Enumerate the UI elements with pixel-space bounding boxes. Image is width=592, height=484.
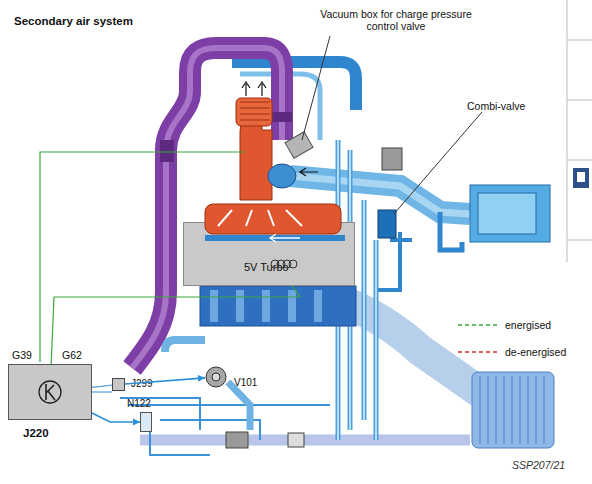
relay-box: J299: [112, 378, 125, 391]
wire-connector: [51, 286, 300, 364]
page-icon: [573, 168, 589, 188]
pump-hose: [165, 340, 205, 352]
callout-label: Combi-valve: [467, 100, 525, 112]
hose-clamp: [160, 140, 174, 162]
node-label: J220: [23, 427, 49, 440]
hose-clamp: [270, 112, 292, 122]
logo-ring: [289, 260, 297, 268]
symbol-mark: [46, 384, 55, 400]
pump-body: [206, 367, 226, 387]
page-icon: [577, 172, 585, 182]
arrow-head: [198, 375, 205, 382]
pump-outline: [205, 366, 227, 388]
intercooler-fins: [480, 376, 544, 444]
control-unit-box: J220: [8, 364, 92, 420]
wire-connector: [92, 385, 112, 387]
callout-label: Vacuum box for charge pressure control v…: [318, 8, 474, 32]
legend-line: [458, 324, 500, 325]
signal-name: G62: [62, 349, 82, 361]
non-return-valve: [288, 433, 304, 447]
wire-connector: [92, 413, 140, 426]
wire-line: [92, 385, 112, 387]
legend-line: [458, 351, 500, 352]
air-filter: [478, 193, 536, 234]
symbol-circle: [39, 381, 61, 403]
arrow-head: [133, 419, 140, 426]
exhaust-manifold: [205, 204, 341, 234]
wire-line: [51, 286, 300, 364]
air-pump: V101: [205, 366, 227, 388]
wire-connector: [125, 375, 205, 384]
legend-text: de-energised: [505, 346, 566, 358]
turbo-fins: [240, 102, 270, 120]
pipe: [120, 398, 330, 455]
diagram-title: Secondary air system: [14, 15, 133, 28]
intercooler: [472, 372, 554, 448]
valve: [382, 148, 402, 170]
flow-arrow: [300, 168, 318, 176]
intake-manifold: [200, 286, 356, 326]
node-label: V101: [234, 377, 257, 389]
flow-arrow: [218, 210, 302, 226]
page-frame: [567, 0, 592, 262]
vacuum-box: [285, 132, 313, 159]
manifold-ports: [214, 290, 318, 322]
pipe: [440, 212, 462, 250]
signal-name: G39: [12, 349, 32, 361]
turbocharger: [236, 98, 272, 126]
pipe: [378, 232, 412, 290]
wire-line: [92, 413, 140, 422]
solenoid-valve: N122: [140, 412, 152, 432]
pump-hub: [212, 373, 220, 381]
flow-arrow: [242, 82, 266, 96]
leader-line: [302, 36, 330, 140]
combi-valve: [378, 210, 396, 238]
air-valve: [226, 432, 248, 448]
wire: [92, 391, 112, 392]
control-unit-symbol: [9, 365, 91, 419]
air-rail: [205, 235, 345, 241]
leader-line: [394, 112, 482, 214]
node-label: N122: [127, 398, 151, 410]
wire-line: [125, 378, 205, 384]
secondary-air-pipe: [140, 435, 470, 446]
node-label: 5V Turbo: [244, 261, 289, 274]
charge-air-pipe: [340, 300, 480, 392]
pump-hose: [228, 382, 250, 430]
legend-text: energised: [505, 319, 551, 331]
figure-code: SSP207/21: [512, 459, 565, 471]
flow-arrow: [270, 234, 300, 242]
compressor: [268, 164, 296, 188]
air-filter: [470, 185, 550, 242]
